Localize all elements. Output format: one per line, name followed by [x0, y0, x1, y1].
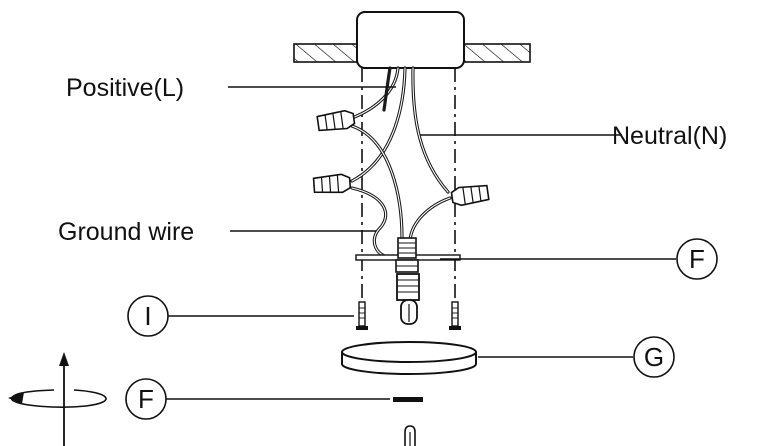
fixture-wires: [350, 124, 452, 260]
socket-coupler: [396, 273, 420, 325]
callout-g-text: G: [644, 342, 664, 372]
callout-i-text: I: [144, 301, 151, 331]
callout-i: I: [127, 295, 169, 337]
callout-f-lower: F: [125, 378, 167, 420]
rotation-arrow-icon: [8, 352, 107, 446]
threaded-nipple: [395, 237, 419, 273]
wire-nut-right: [450, 184, 490, 207]
canopy-disk: [341, 341, 477, 375]
mounting-guide-lines: [361, 68, 456, 300]
ground-wire-label: Ground wire: [58, 218, 194, 246]
wire-nut-middle: [312, 173, 352, 194]
supply-wires: [350, 66, 450, 194]
callout-f-lower-text: F: [138, 384, 154, 414]
lower-nut: [393, 397, 423, 402]
leader-lines: [166, 86, 676, 400]
lower-threaded-rod: [404, 425, 416, 446]
positive-label: Positive(L): [66, 74, 184, 102]
neutral-label: Neutral(N): [612, 122, 727, 150]
wire-nut-upper: [316, 109, 356, 132]
junction-box: [356, 11, 465, 69]
callout-f-upper: F: [676, 238, 718, 280]
callout-g: G: [633, 336, 675, 378]
callout-f-upper-text: F: [689, 244, 705, 274]
screw-right: [449, 301, 461, 330]
screw-left: [356, 301, 368, 330]
